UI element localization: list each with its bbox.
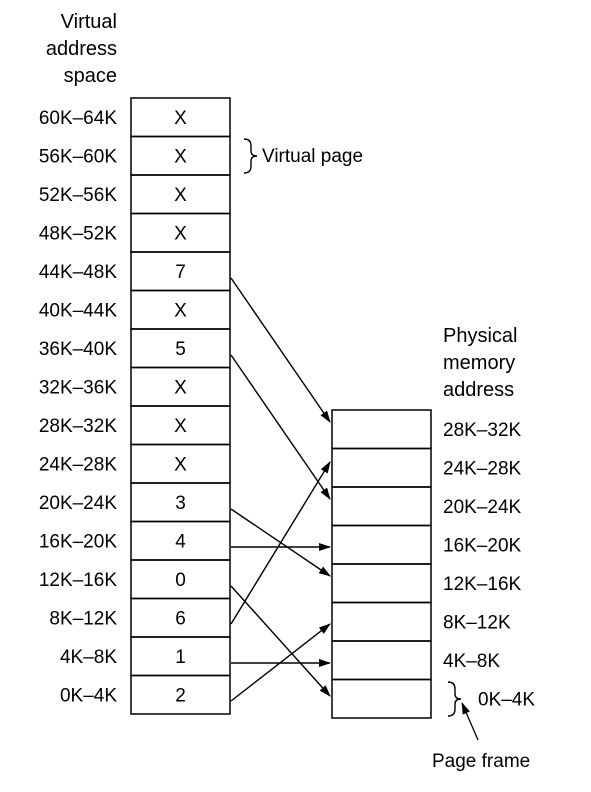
page-frame-row: 8K–12K — [331, 601, 511, 642]
virtual-page-range: 56K–60K — [39, 147, 118, 168]
mapping-arrow — [230, 461, 331, 625]
page-frame-row: 12K–16K — [331, 563, 522, 604]
page-frame-label: Page frame — [432, 751, 530, 772]
virtual-page-row: 5 36K–40K — [39, 328, 231, 369]
page-frame-annotation: Page frame — [432, 681, 530, 772]
virtual-page-row: X 24K–28K — [39, 443, 231, 484]
page-frame-brace — [447, 681, 462, 717]
physical-heading-line-3: address — [443, 379, 514, 401]
virtual-heading-line-1: Virtual — [61, 11, 117, 33]
mapping-arrow — [230, 354, 331, 500]
physical-heading-line-1: Physical — [443, 325, 517, 347]
virtual-page-brace — [243, 138, 258, 174]
virtual-address-table: X 60K–64K X 56K–60K X 52K–56K X 48K–52K … — [39, 97, 231, 715]
page-frame-row: 20K–24K — [331, 486, 522, 527]
virtual-page-row: 2 0K–4K — [60, 674, 231, 715]
page-frame-row: 4K–8K — [331, 640, 500, 681]
page-frame-range: 8K–12K — [443, 613, 511, 634]
virtual-page-row: X 60K–64K — [39, 97, 231, 138]
page-frame-cell — [331, 486, 432, 527]
virtual-page-value: 0 — [175, 570, 186, 591]
page-frame-range: 20K–24K — [443, 497, 522, 518]
virtual-page-range: 36K–40K — [39, 339, 118, 360]
virtual-page-row: X 56K–60K — [39, 135, 231, 176]
virtual-page-range: 8K–12K — [49, 609, 117, 630]
virtual-page-value: X — [174, 455, 187, 476]
virtual-heading-line-2: address — [46, 38, 117, 60]
virtual-page-value: X — [174, 108, 187, 129]
virtual-page-value: X — [174, 416, 187, 437]
virtual-page-range: 24K–28K — [39, 455, 118, 476]
virtual-page-row: 1 4K–8K — [60, 636, 231, 677]
page-frame-range: 4K–8K — [443, 651, 500, 672]
virtual-page-range: 28K–32K — [39, 416, 118, 437]
virtual-page-value: 4 — [175, 532, 186, 553]
virtual-page-value: 3 — [175, 493, 186, 514]
virtual-page-annotation: Virtual page — [243, 138, 363, 174]
mapping-arrow — [230, 623, 331, 702]
page-frame-range: 28K–32K — [443, 420, 522, 441]
mapping-arrow — [230, 585, 331, 697]
virtual-page-range: 16K–20K — [39, 532, 118, 553]
virtual-page-value: 1 — [175, 647, 186, 668]
mapping-arrow — [230, 277, 331, 423]
virtual-page-range: 32K–36K — [39, 378, 118, 399]
virtual-page-value: 2 — [175, 686, 186, 707]
physical-memory-table: 28K–32K 24K–28K 20K–24K 16K–20K 12K–16K … — [331, 409, 535, 719]
virtual-page-value: X — [174, 147, 187, 168]
page-frame-range: 12K–16K — [443, 574, 522, 595]
page-frame-cell — [331, 640, 432, 681]
virtual-page-range: 12K–16K — [39, 570, 118, 591]
virtual-page-row: X 28K–32K — [39, 405, 231, 446]
virtual-page-row: X 48K–52K — [39, 212, 231, 253]
page-frame-cell — [331, 409, 432, 450]
virtual-heading-line-3: space — [64, 65, 117, 87]
page-frame-range: 24K–28K — [443, 459, 522, 480]
virtual-page-row: 3 20K–24K — [39, 482, 231, 523]
page-frame-cell — [331, 601, 432, 642]
virtual-page-range: 0K–4K — [60, 686, 117, 707]
virtual-page-range: 48K–52K — [39, 224, 118, 245]
virtual-page-value: 5 — [175, 339, 186, 360]
page-frame-pointer-arrow — [461, 702, 479, 741]
virtual-page-range: 52K–56K — [39, 185, 118, 206]
virtual-page-row: X 40K–44K — [39, 289, 231, 330]
virtual-page-row: 6 8K–12K — [49, 597, 231, 638]
physical-heading-line-2: memory — [443, 352, 515, 374]
page-frame-cell — [331, 563, 432, 604]
virtual-page-value: X — [174, 185, 187, 206]
page-frame-cell — [331, 678, 432, 719]
virtual-page-value: X — [174, 224, 187, 245]
virtual-page-row: 0 12K–16K — [39, 559, 231, 600]
virtual-page-cell — [130, 674, 231, 715]
virtual-page-row: 4 16K–20K — [39, 520, 231, 561]
page-frame-range: 0K–4K — [478, 690, 535, 711]
mapping-arrows — [230, 277, 331, 702]
physical-heading: Physical memory address — [443, 325, 517, 401]
virtual-page-value: X — [174, 301, 187, 322]
page-frame-range: 16K–20K — [443, 536, 522, 557]
virtual-page-range: 20K–24K — [39, 493, 118, 514]
page-frame-row: 16K–20K — [331, 524, 522, 565]
page-frame-cell — [331, 447, 432, 488]
virtual-page-row: X 52K–56K — [39, 174, 231, 215]
virtual-page-value: X — [174, 378, 187, 399]
virtual-page-row: X 32K–36K — [39, 366, 231, 407]
virtual-page-value: 6 — [175, 609, 186, 630]
virtual-page-row: 7 44K–48K — [39, 251, 231, 292]
virtual-heading: Virtual address space — [46, 11, 117, 87]
virtual-page-range: 60K–64K — [39, 108, 118, 129]
virtual-page-range: 4K–8K — [60, 647, 117, 668]
virtual-page-range: 40K–44K — [39, 301, 118, 322]
page-frame-row: 0K–4K — [331, 678, 535, 719]
virtual-page-label: Virtual page — [262, 146, 363, 167]
page-frame-row: 24K–28K — [331, 447, 522, 488]
page-frame-cell — [331, 524, 432, 565]
virtual-page-value: 7 — [175, 262, 186, 283]
page-frame-row: 28K–32K — [331, 409, 522, 450]
virtual-page-range: 44K–48K — [39, 262, 118, 283]
